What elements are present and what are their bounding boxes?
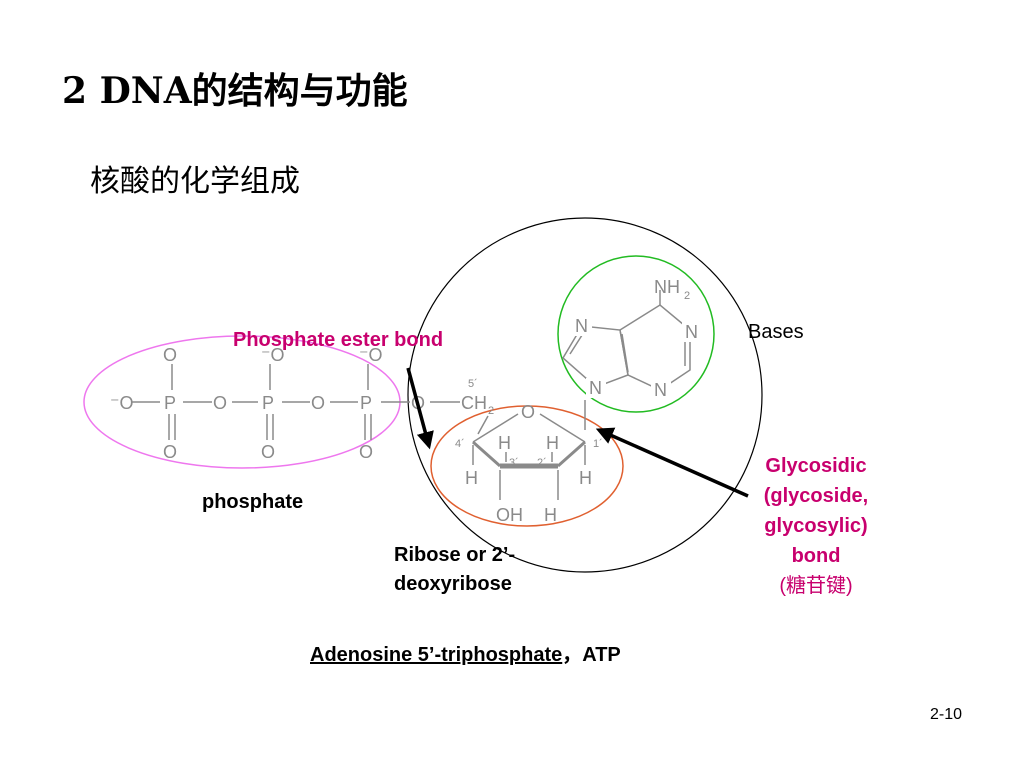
adenine-atoms: N N N N NH 2 <box>572 277 702 400</box>
svg-text:1´: 1´ <box>593 438 603 450</box>
svg-text:⁻O: ⁻O <box>359 345 383 365</box>
svg-text:P: P <box>262 393 274 413</box>
triphosphate-chain <box>132 364 460 440</box>
ribose-ring <box>472 400 586 500</box>
svg-text:2: 2 <box>488 405 494 417</box>
svg-text:NH: NH <box>654 277 680 297</box>
glycosidic-bond-label: Glycosidic (glycoside, glycosylic) bond … <box>740 451 892 601</box>
caption-main: Adenosine 5’-triphosphate <box>310 644 563 666</box>
caption-separator: ， <box>562 644 583 666</box>
glycosidic-line4: bond <box>791 545 841 567</box>
phosphate-ester-bond-label: Phosphate ester bond <box>233 329 444 351</box>
glycosidic-line1: Glycosidic <box>765 455 867 477</box>
svg-text:O: O <box>163 345 177 365</box>
nucleoside-circle <box>407 217 763 573</box>
svg-text:H: H <box>579 468 592 488</box>
glycosidic-arrow <box>595 427 749 498</box>
svg-text:4´: 4´ <box>455 438 465 450</box>
svg-text:O: O <box>359 442 373 462</box>
svg-text:2: 2 <box>684 290 690 302</box>
svg-text:⁻O: ⁻O <box>110 393 134 413</box>
svg-text:H: H <box>465 468 478 488</box>
svg-text:⁻O: ⁻O <box>261 345 285 365</box>
page-number: 2-10 <box>929 706 962 723</box>
slide-title: 2 DNA的结构与功能 <box>62 70 408 112</box>
triphosphate-atoms: ⁻O P O P O P O O ⁻O ⁻O O O O CH 2 5´ <box>110 345 494 462</box>
ribose-atoms: O H H H H OH H 4´ 1´ 3´ 2´ <box>455 402 603 525</box>
svg-text:O: O <box>261 442 275 462</box>
svg-text:3´: 3´ <box>509 457 519 469</box>
phosphate-ester-arrow <box>406 367 434 450</box>
svg-text:O: O <box>521 402 535 422</box>
svg-text:P: P <box>164 393 176 413</box>
glycosidic-line3: glycosylic) <box>764 515 868 537</box>
svg-text:N: N <box>654 380 667 400</box>
ribose-label-line2: deoxyribose <box>394 573 512 595</box>
svg-text:O: O <box>311 393 325 413</box>
svg-text:N: N <box>685 322 698 342</box>
ribose-ellipse <box>430 405 624 527</box>
ribose-label: Ribose or 2’- deoxyribose <box>394 541 515 599</box>
adenine-base <box>562 290 691 391</box>
svg-text:CH: CH <box>461 393 487 413</box>
phosphate-label: phosphate <box>202 491 304 513</box>
glycosidic-line2: (glycoside, <box>763 485 869 507</box>
svg-text:N: N <box>589 378 602 398</box>
svg-text:H: H <box>544 505 557 525</box>
caption: Adenosine 5’-triphosphate，ATP <box>310 638 621 667</box>
ribose-label-line1: Ribose or 2’- <box>394 544 516 566</box>
slide-subtitle: 核酸的化学组成 <box>90 164 300 199</box>
svg-text:P: P <box>360 393 372 413</box>
bases-label: Bases <box>748 321 804 343</box>
svg-text:O: O <box>163 442 177 462</box>
svg-text:H: H <box>546 433 559 453</box>
svg-text:N: N <box>575 316 588 336</box>
svg-text:O: O <box>213 393 227 413</box>
svg-text:OH: OH <box>496 505 523 525</box>
svg-text:5´: 5´ <box>468 378 478 390</box>
glycosidic-chinese: (糖苷键) <box>779 575 853 597</box>
base-circle <box>557 255 715 413</box>
caption-abbr: ATP <box>582 644 621 666</box>
svg-text:2´: 2´ <box>537 457 547 469</box>
svg-text:H: H <box>498 433 511 453</box>
